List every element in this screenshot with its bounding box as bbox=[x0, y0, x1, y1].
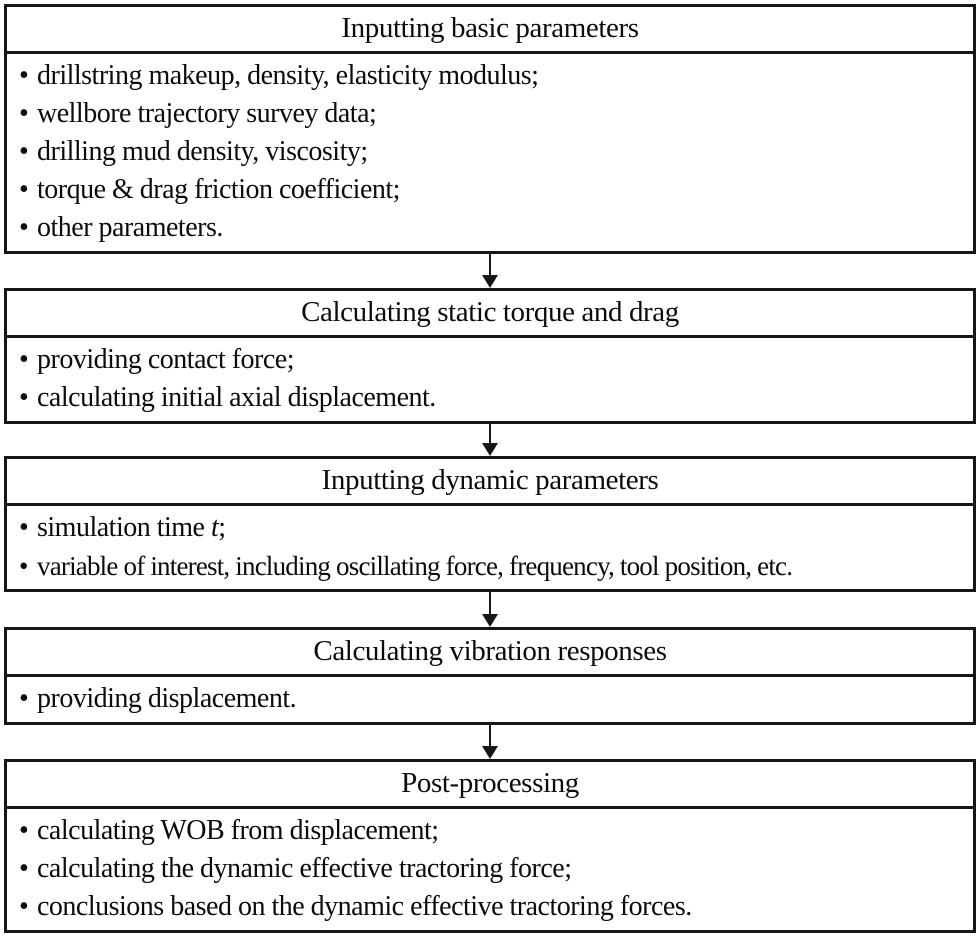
list-item: • simulation time t; bbox=[19, 509, 967, 547]
bullet-icon: • bbox=[19, 891, 29, 922]
bullet-icon: • bbox=[19, 683, 29, 714]
arrow-shaft bbox=[489, 424, 491, 443]
step-title: Post-processing bbox=[7, 762, 973, 809]
list-item: • other parameters. bbox=[19, 209, 967, 247]
list-item: • conclusions based on the dynamic effec… bbox=[19, 888, 967, 926]
arrow-down-icon bbox=[4, 725, 976, 759]
bullet-icon: • bbox=[19, 212, 29, 243]
list-item: • providing contact force; bbox=[19, 341, 967, 379]
step-title: Inputting dynamic parameters bbox=[7, 459, 973, 506]
step-title: Calculating vibration responses bbox=[7, 630, 973, 677]
list-item-text: simulation time t; bbox=[37, 509, 226, 547]
bullet-icon: • bbox=[19, 815, 29, 846]
list-item-text: variable of interest, including oscillat… bbox=[37, 551, 793, 581]
bullet-icon: • bbox=[19, 344, 29, 375]
step-box-inputting-basic-parameters: Inputting basic parameters • drillstring… bbox=[4, 4, 976, 254]
bullet-icon: • bbox=[19, 853, 29, 884]
list-item: • calculating initial axial displacement… bbox=[19, 379, 967, 417]
list-item: • calculating WOB from displacement; bbox=[19, 812, 967, 850]
arrow-down-icon bbox=[4, 254, 976, 288]
arrow-down-icon bbox=[4, 592, 976, 627]
list-item: • calculating the dynamic effective trac… bbox=[19, 850, 967, 888]
step-title: Calculating static torque and drag bbox=[7, 291, 973, 338]
bullet-icon: • bbox=[19, 174, 29, 205]
flowchart: Inputting basic parameters • drillstring… bbox=[4, 4, 976, 933]
list-item-text: other parameters. bbox=[37, 212, 223, 243]
bullet-icon: • bbox=[19, 136, 29, 167]
arrow-head bbox=[482, 443, 498, 456]
list-item-text: calculating the dynamic effective tracto… bbox=[37, 853, 572, 884]
text-segment: simulation time bbox=[37, 512, 211, 543]
list-item-text: providing displacement. bbox=[37, 683, 297, 714]
list-item-text: providing contact force; bbox=[37, 344, 295, 375]
step-body: • providing displacement. bbox=[7, 677, 973, 722]
list-item-text: calculating initial axial displacement. bbox=[37, 382, 436, 413]
bullet-icon: • bbox=[19, 60, 29, 91]
list-item: • variable of interest, including oscill… bbox=[19, 547, 967, 585]
step-body: • drillstring makeup, density, elasticit… bbox=[7, 54, 973, 251]
list-item: • wellbore trajectory survey data; bbox=[19, 95, 967, 133]
list-item-text: conclusions based on the dynamic effecti… bbox=[37, 891, 692, 922]
step-body: • providing contact force; • calculating… bbox=[7, 338, 973, 421]
arrow-shaft bbox=[489, 725, 491, 746]
step-body: • calculating WOB from displacement; • c… bbox=[7, 809, 973, 930]
arrow-head bbox=[482, 275, 498, 288]
list-item: • drillstring makeup, density, elasticit… bbox=[19, 57, 967, 95]
list-item-text: drilling mud density, viscosity; bbox=[37, 136, 368, 167]
arrow-shaft bbox=[489, 254, 491, 275]
step-title: Inputting basic parameters bbox=[7, 7, 973, 54]
list-item-text: torque & drag friction coefficient; bbox=[37, 174, 400, 205]
list-item-text: calculating WOB from displacement; bbox=[37, 815, 439, 846]
list-item: • providing displacement. bbox=[19, 680, 967, 718]
step-box-calculating-vibration-responses: Calculating vibration responses • provid… bbox=[4, 627, 976, 725]
step-box-calculating-static-torque-and-drag: Calculating static torque and drag • pro… bbox=[4, 288, 976, 424]
step-body: • simulation time t; • variable of inter… bbox=[7, 506, 973, 589]
arrow-head bbox=[482, 614, 498, 627]
bullet-icon: • bbox=[19, 382, 29, 413]
arrow-down-icon bbox=[4, 424, 976, 456]
arrow-shaft bbox=[489, 592, 491, 614]
variable-t: t bbox=[211, 512, 219, 543]
text-segment: ; bbox=[218, 512, 226, 543]
list-item: • torque & drag friction coefficient; bbox=[19, 171, 967, 209]
step-box-post-processing: Post-processing • calculating WOB from d… bbox=[4, 759, 976, 933]
arrow-head bbox=[482, 746, 498, 759]
bullet-icon: • bbox=[19, 98, 29, 129]
bullet-icon: • bbox=[19, 551, 28, 581]
list-item: • drilling mud density, viscosity; bbox=[19, 133, 967, 171]
step-box-inputting-dynamic-parameters: Inputting dynamic parameters • simulatio… bbox=[4, 456, 976, 592]
bullet-icon: • bbox=[19, 512, 29, 543]
list-item-text: drillstring makeup, density, elasticity … bbox=[37, 60, 539, 91]
list-item-text: wellbore trajectory survey data; bbox=[37, 98, 377, 129]
